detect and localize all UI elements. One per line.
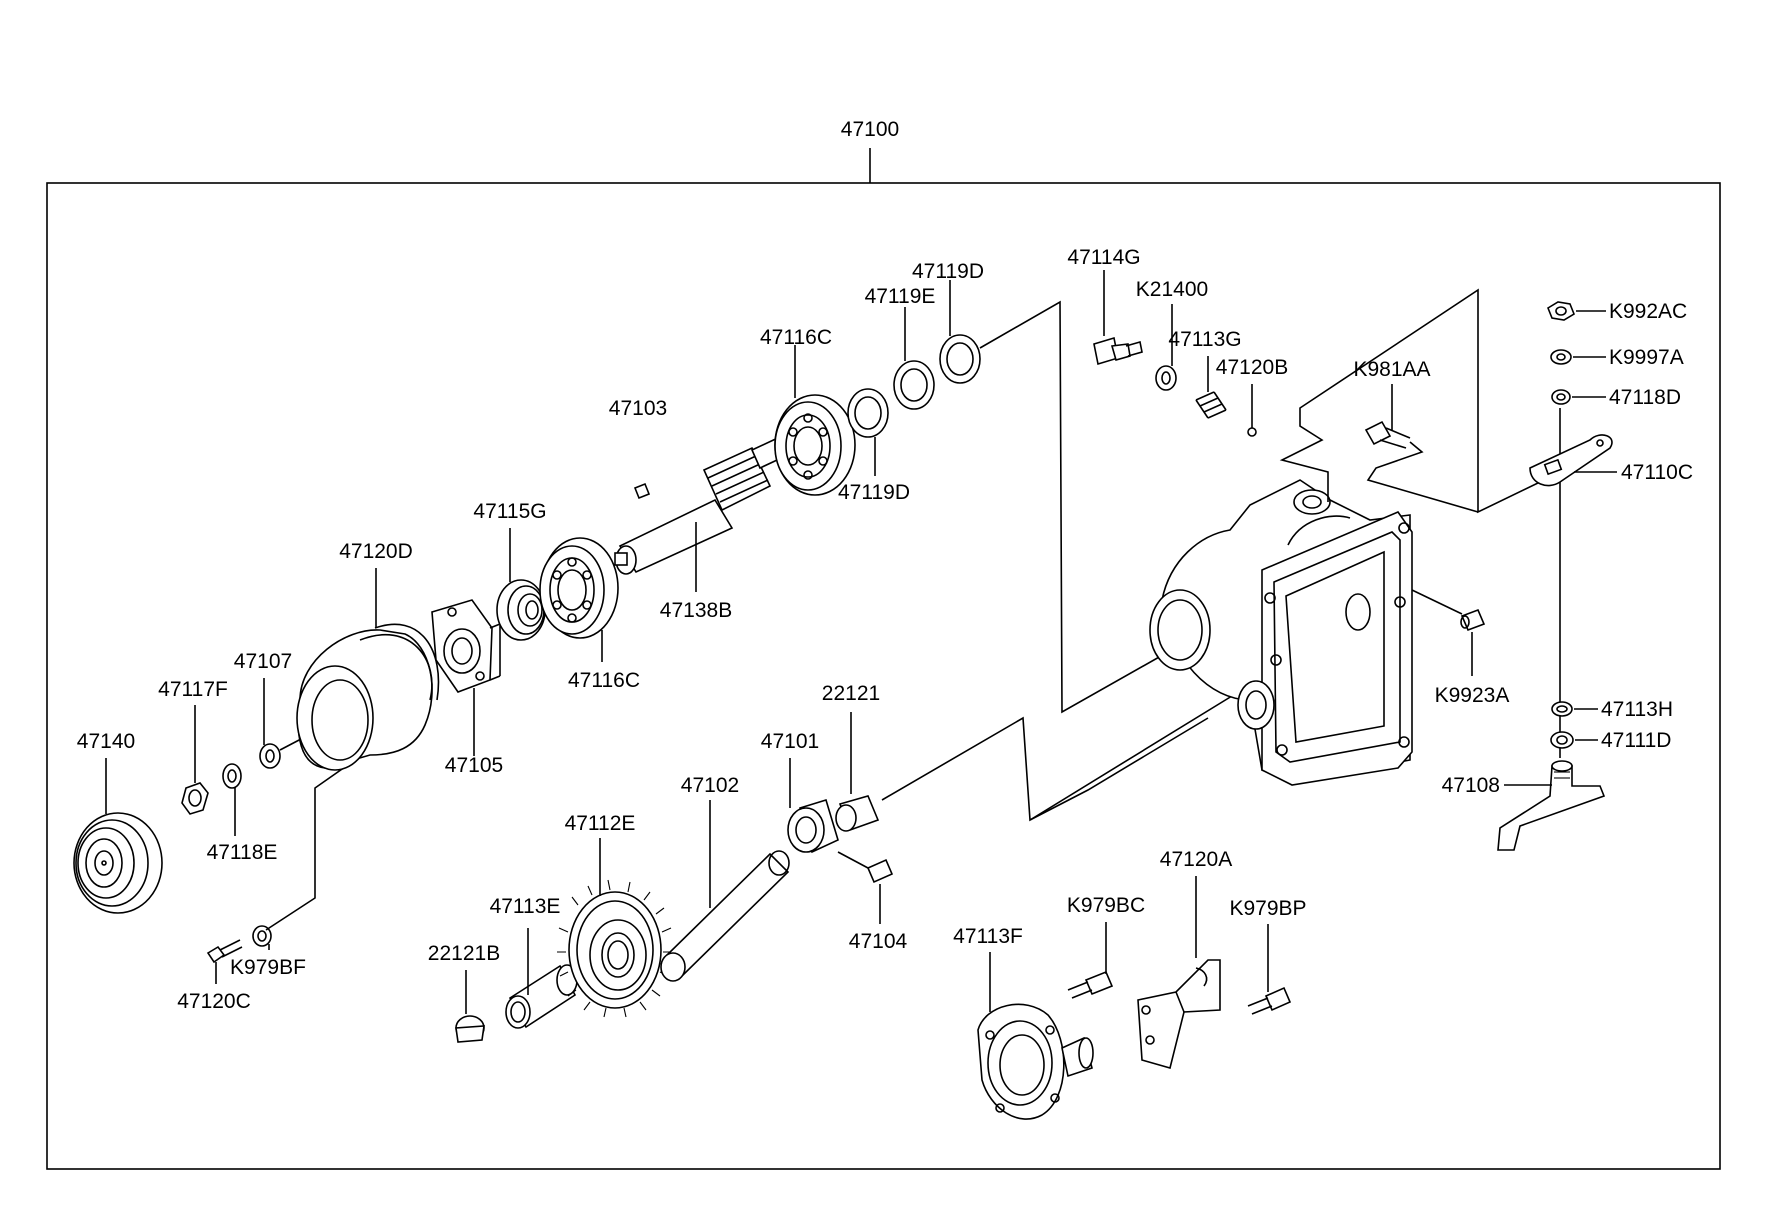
label-47119E[interactable]: 47119E (865, 285, 936, 308)
part-47105-flange[interactable] (431, 599, 501, 693)
label-47112E[interactable]: 47112E (565, 812, 636, 835)
label-47108[interactable]: 47108 (1442, 774, 1500, 797)
part-K9997A-lock-washer[interactable] (1550, 349, 1572, 365)
part-47102-idler-shaft[interactable] (660, 850, 790, 982)
label-47114G[interactable]: 47114G (1067, 246, 1140, 269)
part-47104-bolt[interactable] (837, 851, 894, 884)
part-47111D-washer[interactable] (1550, 731, 1574, 749)
label-47110C[interactable]: 47110C (1621, 461, 1693, 484)
label-47116C-upper[interactable]: 47116C (760, 326, 832, 349)
label-K979BF[interactable]: K979BF (230, 956, 306, 979)
label-K979BP[interactable]: K979BP (1229, 897, 1306, 920)
axis-line-housing-upper (979, 300, 1169, 714)
label-22121B[interactable]: 22121B (428, 942, 500, 965)
label-47103[interactable]: 47103 (609, 397, 667, 420)
label-K21400[interactable]: K21400 (1136, 278, 1208, 301)
axis-line-K979BF (265, 759, 356, 931)
part-47119E-shim[interactable] (893, 360, 935, 410)
label-47113F[interactable]: 47113F (953, 925, 1023, 948)
label-47118D[interactable]: 47118D (1609, 386, 1681, 409)
label-47120C[interactable]: 47120C (177, 990, 251, 1013)
label-47113E[interactable]: 47113E (490, 895, 561, 918)
label-47101[interactable]: 47101 (761, 730, 819, 753)
part-47138B-drive-shaft[interactable] (614, 434, 792, 575)
label-47113G[interactable]: 47113G (1168, 328, 1241, 351)
part-K979BC-bolt[interactable] (1067, 970, 1114, 999)
label-47115G[interactable]: 47115G (473, 500, 546, 523)
part-47120B-detent-ball[interactable] (1247, 427, 1257, 437)
label-K979BC[interactable]: K979BC (1067, 894, 1145, 917)
label-47117F[interactable]: 47117F (158, 678, 228, 701)
label-47118E[interactable]: 47118E (207, 841, 278, 864)
part-K21400-gasket[interactable] (1155, 365, 1177, 391)
part-47101-collar[interactable] (787, 798, 839, 854)
part-47107-washer[interactable] (259, 743, 281, 769)
part-47119D-shim-upper[interactable] (939, 334, 981, 384)
part-47118D-washer[interactable] (1551, 389, 1571, 405)
part-47120A-bracket[interactable] (1137, 959, 1221, 1069)
label-22121[interactable]: 22121 (822, 682, 880, 705)
part-47110C-shift-lever[interactable] (1529, 434, 1613, 487)
label-47120D[interactable]: 47120D (339, 540, 413, 563)
part-K981AA-bolt[interactable] (1364, 420, 1411, 449)
part-47116C-bearing-upper[interactable] (774, 394, 856, 496)
part-47113F-output-flange[interactable] (977, 1003, 1094, 1120)
label-47116C-lower[interactable]: 47116C (568, 669, 640, 692)
part-47113H-o-ring[interactable] (1551, 701, 1573, 717)
part-22121B-plug[interactable] (455, 1015, 485, 1043)
part-transfer-case-housing[interactable] (1149, 479, 1413, 786)
part-47140-pulley[interactable] (73, 812, 163, 914)
part-K979BP-bolt[interactable] (1247, 986, 1292, 1015)
label-47120A[interactable]: 47120A (1160, 848, 1232, 871)
part-47113G-spring[interactable] (1195, 391, 1227, 419)
part-22121-plug[interactable] (835, 795, 880, 832)
part-47120C-bolt[interactable] (206, 939, 243, 964)
assembly-frame (46, 182, 1721, 1170)
axis-line-K981AA (1366, 441, 1479, 513)
label-K9997A[interactable]: K9997A (1609, 346, 1684, 369)
part-47116C-bearing-lower[interactable] (539, 537, 619, 639)
label-47138B[interactable]: 47138B (660, 599, 732, 622)
part-K979BF-washer[interactable] (252, 925, 272, 947)
label-K9923A[interactable]: K9923A (1435, 684, 1510, 707)
part-47119D-shim-lower[interactable] (847, 388, 889, 438)
label-K981AA[interactable]: K981AA (1353, 358, 1430, 381)
part-47112E-idler-gear[interactable] (557, 879, 672, 1018)
part-K992AC-nut[interactable] (1547, 301, 1575, 321)
axis-line-housing-top (1279, 288, 1541, 514)
part-47103-key[interactable] (633, 482, 651, 500)
part-47117F-nut[interactable] (181, 782, 209, 815)
part-K9923A-dowel-pin[interactable] (1460, 608, 1486, 632)
label-47105[interactable]: 47105 (445, 754, 503, 777)
label-K992AC[interactable]: K992AC (1609, 300, 1687, 323)
part-47113E-bushing[interactable] (505, 964, 578, 1029)
part-47108-shift-fork[interactable] (1497, 760, 1606, 851)
part-47118E-washer[interactable] (222, 763, 242, 789)
part-47120D-bearing-housing[interactable] (296, 623, 440, 771)
label-47111D[interactable]: 47111D (1601, 729, 1671, 752)
axis-line-housing-lower-2 (1029, 717, 1209, 821)
label-47113H[interactable]: 47113H (1601, 698, 1673, 721)
label-47120B[interactable]: 47120B (1216, 356, 1288, 379)
part-47115G-seal[interactable] (496, 579, 546, 641)
label-47107[interactable]: 47107 (234, 650, 292, 673)
label-47102[interactable]: 47102 (681, 774, 739, 797)
part-47114G-drain-plug[interactable] (1093, 336, 1143, 366)
label-47140[interactable]: 47140 (77, 730, 135, 753)
label-47119D-upper[interactable]: 47119D (912, 260, 984, 283)
assembly-number-label[interactable]: 47100 (841, 118, 899, 141)
label-47119D-lower[interactable]: 47119D (838, 481, 910, 504)
axis-line-K9923A (1411, 589, 1463, 615)
axis-line-housing-lower (881, 687, 1246, 822)
label-47104[interactable]: 47104 (849, 930, 908, 953)
